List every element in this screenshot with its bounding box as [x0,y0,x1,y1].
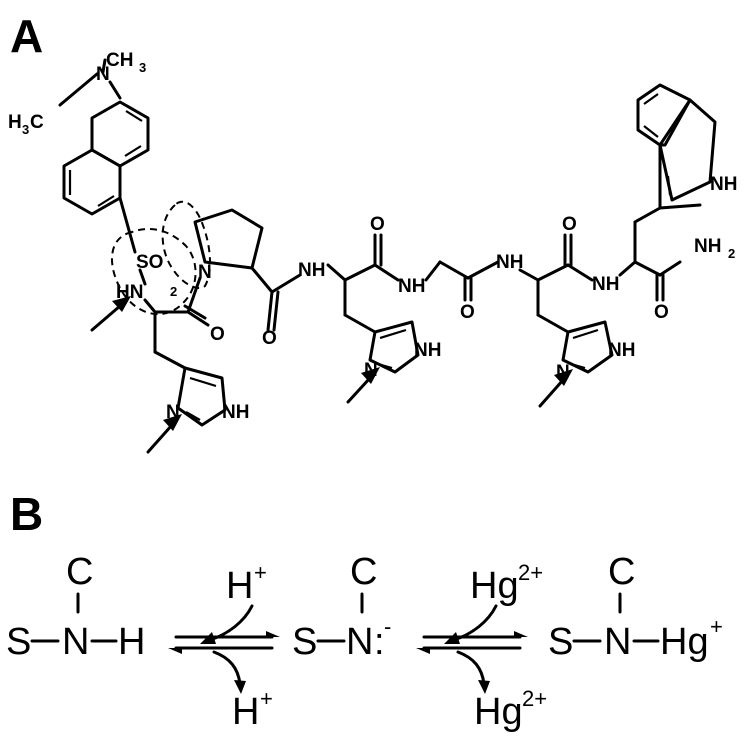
atom-ch3-top: CH [106,50,133,71]
species3-s: S [548,621,573,663]
atom-nh-4: NH [592,274,619,295]
species2-c: C [350,551,377,593]
species1-n: N [62,621,89,663]
atom-nh-1: NH [298,260,325,281]
species2-s: S [292,621,317,663]
atom-nh-2: NH [398,276,425,297]
equilibrium-proton: H + H + [168,560,280,733]
indole-ring [636,83,717,210]
atom-so2: SO [136,252,163,273]
eq2-bottom-sup: 2+ [522,686,547,711]
species2-lone-pair: : [374,621,385,663]
equilibrium-mercury: Hg 2+ Hg 2+ [416,560,547,733]
atom-o-4: O [562,214,577,235]
species3-n: N [604,621,631,663]
species-amide-anion: C S N : - [292,551,391,663]
eq1-bottom: H [232,691,259,733]
species-mercury-complex: C S N Hg + [548,551,723,663]
atom-ch3-top-sub: 3 [139,60,146,75]
atom-indole-nh: NH [710,174,737,195]
chelation-dashed-contour [111,200,211,316]
atom-labels: N CH 3 H 3 C SO 2 HN O N O NH O NH O NH … [8,50,737,423]
eq1-bottom-sup: + [260,686,273,711]
atom-nh2: NH [694,236,721,257]
species2-n: N [346,621,373,663]
eq1-top: H [226,565,253,607]
atom-his1-n: N [166,402,180,423]
atom-o-6: O [654,302,669,323]
eq2-bottom: Hg [474,691,523,733]
species1-h: H [118,621,145,663]
atom-o-3: O [460,302,475,323]
eq1-top-sup: + [254,560,267,585]
atom-his1-nh: NH [222,402,249,423]
atom-so2-sub: 2 [170,284,177,299]
species-amine: C S N H [6,551,145,663]
dansyl-group [58,58,150,254]
atom-his3-n: N [556,362,570,383]
imidazole-his2 [368,320,420,374]
eq2-top: Hg [470,565,519,607]
atom-hn: HN [116,282,143,303]
panel-a-label: A [10,10,43,62]
atom-his2-n: N [364,360,378,381]
atom-nh-3: NH [496,252,523,273]
peptide-backbone [138,206,682,370]
imidazole-his3 [561,320,614,374]
species2-charge: - [384,614,391,639]
panel-b-label: B [10,488,43,540]
species3-c: C [608,551,635,593]
eq2-top-sup: 2+ [518,560,543,585]
atom-h3c-c: C [30,112,44,133]
atom-nh2-sub: 2 [728,246,735,261]
atom-h3c-sub: 3 [22,122,29,137]
atom-his2-nh: NH [414,340,441,361]
species3-hg-sup: + [710,614,723,639]
atom-h3c-h: H [8,112,22,133]
atom-n-pro: N [198,262,212,283]
binding-arrows [90,296,573,454]
atom-o-2: O [370,214,385,235]
imidazole-his1 [176,366,227,427]
species1-s: S [6,621,31,663]
atom-n-dimethyl: N [96,64,110,85]
atom-o-1: O [262,328,277,349]
species1-c: C [66,551,93,593]
species3-hg: Hg [660,621,709,663]
atom-his3-nh: NH [608,340,635,361]
atom-o-dansyl: O [210,324,225,345]
